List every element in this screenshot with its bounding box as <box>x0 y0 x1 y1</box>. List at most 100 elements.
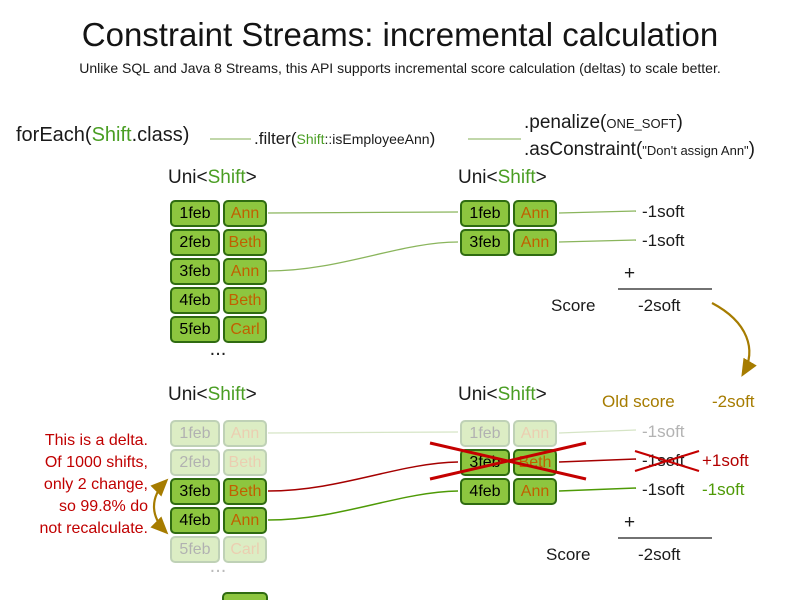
shift-date: 4feb <box>170 507 220 534</box>
sum-plus: + <box>624 263 636 284</box>
code-filter: .filter(Shift::isEmployeeAnn) <box>254 129 435 149</box>
uni-post: > <box>245 384 257 405</box>
table-row: 3feb Ann <box>170 258 267 285</box>
shift-date: 5feb <box>170 316 220 343</box>
code-token: ) <box>429 129 436 148</box>
code-foreach: forEach(Shift.class) <box>16 124 189 147</box>
table-row-inserted: 4feb Ann <box>460 478 557 505</box>
table-ellipsis: ... <box>209 555 227 577</box>
table-ellipsis: ... <box>209 338 227 360</box>
delta-note-line: This is a delta. <box>44 432 148 449</box>
delta-note: This is a delta. Of 1000 shifts, only 2 … <box>2 430 148 540</box>
shift-employee: Beth <box>223 449 267 476</box>
uni-shift-label-bottom-right: Uni<Shift> <box>458 384 547 406</box>
table-row: 2feb Beth <box>170 229 267 256</box>
table-row: 1feb Ann <box>460 200 557 227</box>
uni-pre: Uni< <box>458 384 498 405</box>
uni-pre: Uni< <box>168 167 208 188</box>
code-token: .class) <box>131 124 190 146</box>
shift-employee: Ann <box>223 200 267 227</box>
uni-class: Shift <box>207 384 246 405</box>
uni-pre: Uni< <box>168 384 208 405</box>
code-token: .filter( <box>254 129 297 148</box>
old-score-label: Old score <box>602 392 675 411</box>
shift-date: 5feb <box>170 536 220 563</box>
score-delta-retracted: +1soft <box>702 451 749 470</box>
score-delta-inserted: -1soft <box>702 480 745 499</box>
shift-employee: Ann <box>513 200 557 227</box>
shift-employee: Ann <box>223 420 267 447</box>
score-value: -1soft <box>642 231 685 250</box>
uni-class: Shift <box>207 167 246 188</box>
shift-date: 3feb <box>460 449 510 476</box>
code-token-arg: ONE_SOFT <box>606 116 677 131</box>
table-row: 1feb Ann <box>460 420 557 447</box>
score-label: Score <box>551 296 596 315</box>
page-subtitle: Unlike SQL and Java 8 Streams, this API … <box>79 60 721 76</box>
uni-class: Shift <box>497 167 536 188</box>
score-value-retracted: -1soft <box>642 451 685 470</box>
shift-employee: Beth <box>223 229 267 256</box>
code-asconstraint: .asConstraint("Don't assign Ann") <box>524 139 755 161</box>
delta-note-line: not recalculate. <box>39 520 148 537</box>
changed-rows-arrow <box>150 478 169 535</box>
table-row: 1feb Ann <box>170 420 267 447</box>
shift-date: 2feb <box>170 229 220 256</box>
table-row: 5feb Carl <box>170 316 267 343</box>
table-row-retracted: 3feb Beth <box>460 449 557 476</box>
shift-date: 3feb <box>170 478 220 505</box>
delta-note-line: only 2 change, <box>43 476 148 493</box>
code-token-class: Shift <box>91 124 132 146</box>
shift-date: 2feb <box>170 449 220 476</box>
table-row-changed: 3feb Beth <box>170 478 267 505</box>
old-score-arrow <box>711 302 757 377</box>
uni-shift-label-bottom-left: Uni<Shift> <box>168 384 257 406</box>
code-token: ::isEmployeeAnn <box>324 131 430 147</box>
shift-employee: Ann <box>223 507 267 534</box>
code-token: ) <box>676 112 683 133</box>
code-token: .asConstraint( <box>524 139 643 160</box>
uni-class: Shift <box>497 384 536 405</box>
shift-employee: Ann <box>513 478 557 505</box>
table-row: 4feb Beth <box>170 287 267 314</box>
code-penalize: .penalize(ONE_SOFT) <box>524 112 683 134</box>
uni-post: > <box>245 167 257 188</box>
score-value: -1soft <box>642 202 685 221</box>
table-row: 2feb Beth <box>170 449 267 476</box>
old-score-value: -2soft <box>712 392 755 411</box>
code-token-arg: "Don't assign Ann" <box>642 143 749 158</box>
shift-employee: Carl <box>223 316 267 343</box>
uni-shift-label-top-right: Uni<Shift> <box>458 167 547 189</box>
shift-date: 1feb <box>170 420 220 447</box>
score-label: Score <box>546 545 591 564</box>
shift-employee: Ann <box>513 229 557 256</box>
score-value-unchanged: -1soft <box>642 422 685 441</box>
code-token: ) <box>748 139 755 160</box>
shift-date: 4feb <box>460 478 510 505</box>
table-row: 3feb Ann <box>460 229 557 256</box>
shift-date: 1feb <box>170 200 220 227</box>
shift-date: 1feb <box>460 420 510 447</box>
score-total: -2soft <box>638 545 681 564</box>
table-row-changed: 4feb Ann <box>170 507 267 534</box>
code-token-class: Shift <box>296 131 325 147</box>
delta-note-line: so 99.8% do <box>59 498 148 515</box>
table-row: 1feb Ann <box>170 200 267 227</box>
code-token: forEach( <box>16 124 92 146</box>
uni-post: > <box>535 384 547 405</box>
shift-employee: Beth <box>223 287 267 314</box>
page-title: Constraint Streams: incremental calculat… <box>81 16 719 53</box>
uni-pre: Uni< <box>458 167 498 188</box>
shift-employee: Beth <box>513 449 557 476</box>
score-total: -2soft <box>638 296 681 315</box>
shift-employee: Ann <box>223 258 267 285</box>
shift-date: 4feb <box>170 287 220 314</box>
score-value-inserted: -1soft <box>642 480 685 499</box>
shift-employee: Beth <box>223 478 267 505</box>
uni-shift-label-top-left: Uni<Shift> <box>168 167 257 189</box>
shift-date: 3feb <box>170 258 220 285</box>
sum-plus: + <box>624 512 636 533</box>
table-row: 5feb Carl <box>170 536 267 563</box>
code-token: .penalize( <box>524 112 607 133</box>
